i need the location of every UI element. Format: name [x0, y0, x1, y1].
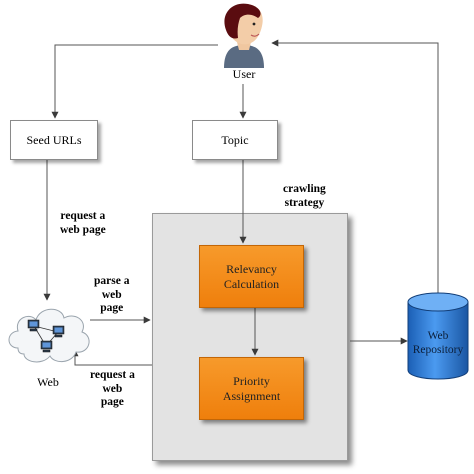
crawling-strategy-line-1: crawling	[283, 183, 326, 195]
request-web-page-label-top: request a web page	[60, 210, 106, 237]
network-cloud-icon	[8, 308, 90, 363]
edge-user-to-seed	[51, 44, 218, 119]
parse-web-page-label: parse a web page	[94, 275, 129, 316]
relevancy-line-2: Calculation	[223, 276, 280, 291]
priority-assignment-box: Priority Assignment	[199, 357, 304, 420]
crawling-strategy-label: crawling strategy	[283, 183, 326, 210]
topic-box: Topic	[192, 120, 278, 160]
user-avatar-icon	[224, 3, 264, 68]
seed-urls-label: Seed URLs	[26, 132, 82, 147]
priority-line-1: Priority	[233, 373, 270, 388]
crawling-strategy-line-2: strategy	[284, 196, 325, 209]
request-bottom-line-1: request a	[90, 369, 135, 381]
request-bottom-line-2: web	[102, 382, 123, 395]
web-label: Web	[37, 375, 59, 389]
repository-line-2: Repository	[412, 344, 464, 356]
topic-label: Topic	[221, 132, 249, 147]
repository-line-1: Web	[427, 330, 449, 342]
request-web-page-label-bottom: request a web page	[90, 369, 135, 410]
user-label: User	[232, 67, 256, 81]
parse-line-1: parse a	[94, 275, 130, 287]
edge-repository-to-user	[271, 39, 439, 295]
request-top-line-2: web page	[60, 223, 106, 236]
seed-urls-box: Seed URLs	[10, 120, 98, 160]
parse-line-3: page	[100, 302, 124, 314]
priority-line-2: Assignment	[222, 388, 281, 403]
request-bottom-line-3: page	[100, 396, 124, 408]
web-repository-label: Web Repository	[408, 326, 468, 360]
relevancy-calculation-box: Relevancy Calculation	[199, 245, 304, 308]
database-cylinder-icon	[407, 292, 469, 380]
relevancy-line-1: Relevancy	[226, 261, 277, 276]
request-top-line-1: request a	[60, 210, 106, 222]
parse-line-2: web	[101, 288, 122, 301]
